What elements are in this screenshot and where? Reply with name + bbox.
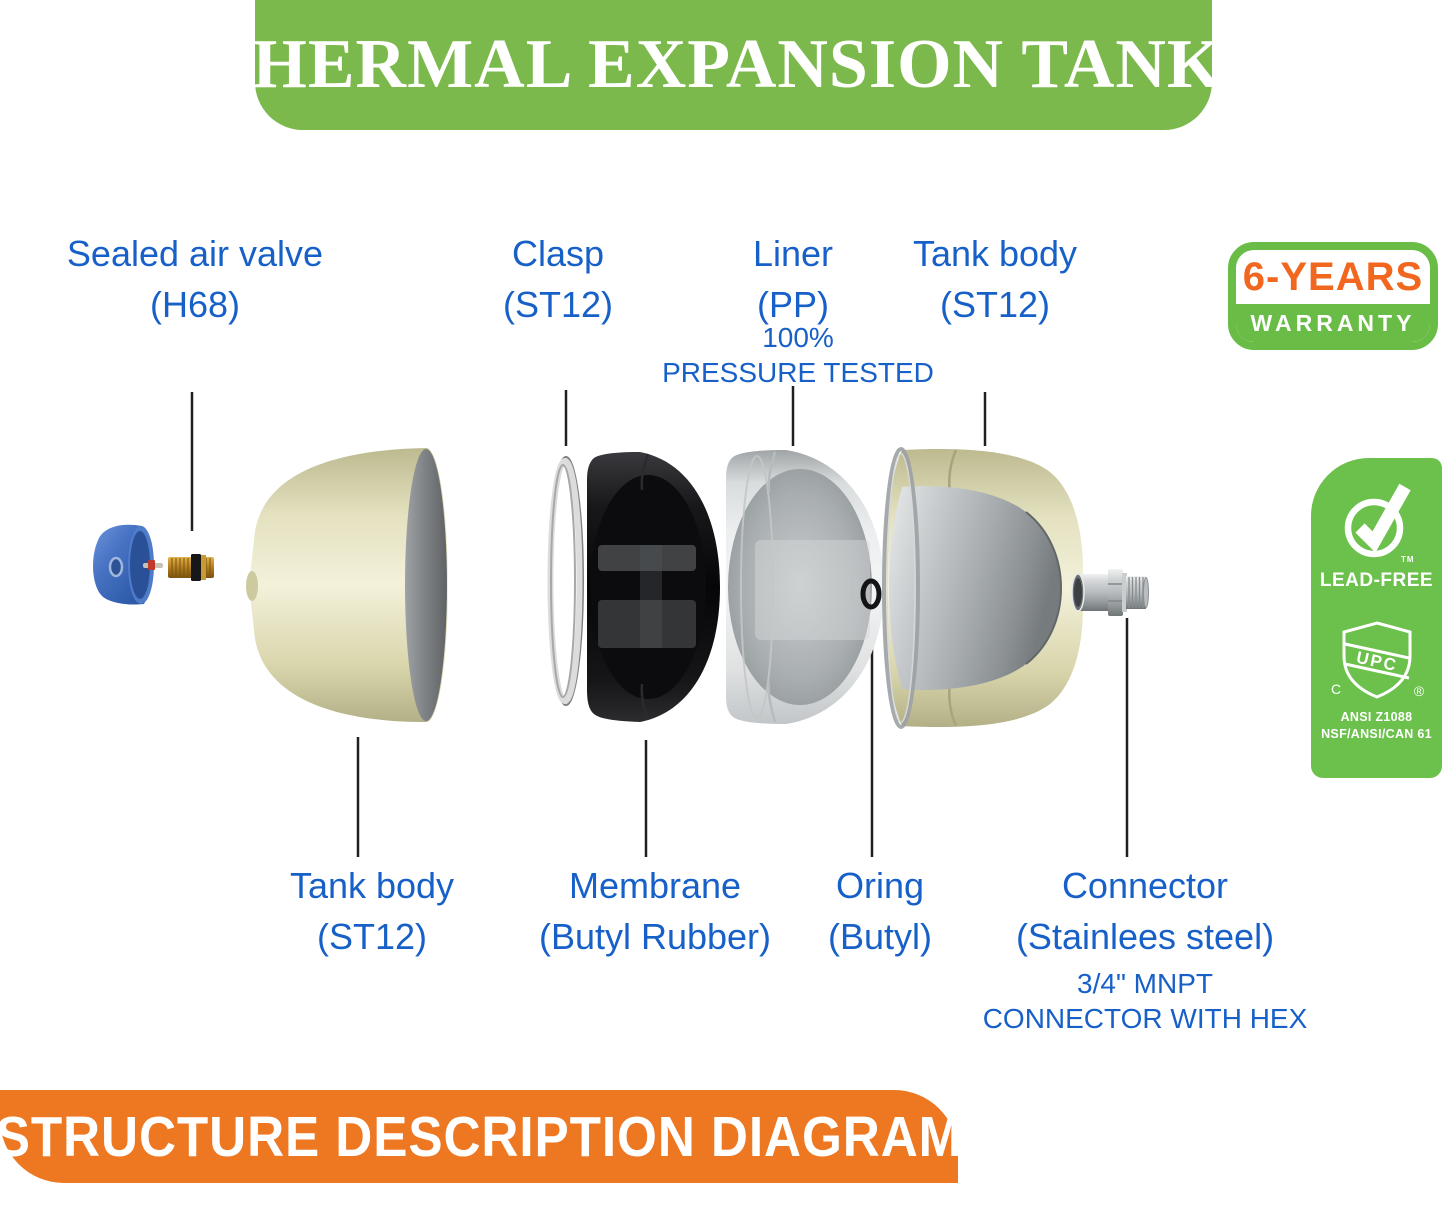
- tank-body-right: [882, 447, 1083, 729]
- nsf-label: NSF/ANSI/CAN 61: [1321, 727, 1432, 741]
- oring: [860, 578, 882, 610]
- registered-mark: ®: [1413, 683, 1424, 699]
- label-spec: (Butyl Rubber): [538, 916, 772, 957]
- note-line: CONNECTOR WITH HEX: [982, 1003, 1308, 1034]
- footer-banner: STRUCTURE DESCRIPTION DIAGRAM: [0, 1090, 961, 1183]
- warranty-years: 6-YEARS: [1242, 254, 1424, 299]
- page-title: THERMAL EXPANSION TANKS: [204, 26, 1263, 103]
- liner: [726, 450, 884, 724]
- tm-mark: TM: [1400, 555, 1415, 564]
- air-valve-cap: [93, 524, 154, 605]
- label-liner: Liner (PP): [643, 228, 943, 330]
- upc-text: UPC: [1354, 648, 1399, 675]
- label-text: Membrane: [568, 865, 742, 906]
- upc-shield-icon: UPC C ®: [1329, 620, 1425, 704]
- label-spec: (PP): [757, 284, 829, 325]
- label-tank-body-bottom: Tank body (ST12): [222, 860, 522, 962]
- label-spec: (H68): [149, 284, 241, 325]
- footer-title: STRUCTURE DESCRIPTION DIAGRAM: [0, 1104, 963, 1169]
- label-text: Liner: [752, 233, 834, 274]
- air-valve-core: [143, 560, 163, 570]
- label-membrane: Membrane (Butyl Rubber): [505, 860, 805, 962]
- note-line: 100%: [762, 322, 834, 353]
- c-mark: C: [1330, 681, 1340, 697]
- membrane: [587, 452, 720, 722]
- label-spec: (ST12): [316, 916, 428, 957]
- label-clasp: Clasp (ST12): [408, 228, 708, 330]
- label-text: Oring: [835, 865, 925, 906]
- connector: [1071, 569, 1149, 616]
- label-text: Connector: [1061, 865, 1229, 906]
- air-valve-stem: [168, 554, 214, 581]
- warranty-label: WARRANTY: [1236, 304, 1430, 342]
- label-tank-body-top: Tank body (ST12): [845, 228, 1145, 330]
- ansi-label: ANSI Z1088: [1340, 710, 1413, 724]
- label-text: Tank body: [912, 233, 1078, 274]
- warranty-badge: 6-YEARS WARRANTY: [1228, 242, 1438, 350]
- label-spec: (ST12): [939, 284, 1051, 325]
- label-connector: Connector (Stainlees steel): [960, 860, 1330, 962]
- clasp-ring: [547, 456, 584, 706]
- label-text: Clasp: [511, 233, 605, 274]
- label-text: Tank body: [289, 865, 455, 906]
- pressure-tested-note: 100% PRESSURE TESTED: [643, 320, 953, 390]
- connector-note: 3/4" MNPT CONNECTOR WITH HEX: [955, 966, 1335, 1036]
- header-banner: THERMAL EXPANSION TANKS: [205, 0, 1261, 130]
- label-spec: (Butyl): [827, 916, 932, 957]
- label-text: Sealed air valve: [66, 233, 324, 274]
- label-spec: (Stainlees steel): [1015, 916, 1275, 957]
- label-spec: (ST12): [502, 284, 614, 325]
- label-oring: Oring (Butyl): [730, 860, 1030, 962]
- lead-free-check-icon: TM: [1327, 474, 1427, 570]
- label-sealed-air-valve: Sealed air valve (H68): [45, 228, 345, 330]
- lead-free-label: LEAD-FREE: [1319, 570, 1434, 591]
- tank-body-left: [246, 448, 448, 722]
- certification-panel: TM LEAD-FREE UPC C ® ANSI Z1088 NSF/ANSI…: [1311, 458, 1442, 778]
- note-line: 3/4" MNPT: [1077, 968, 1213, 999]
- note-line: PRESSURE TESTED: [662, 357, 934, 388]
